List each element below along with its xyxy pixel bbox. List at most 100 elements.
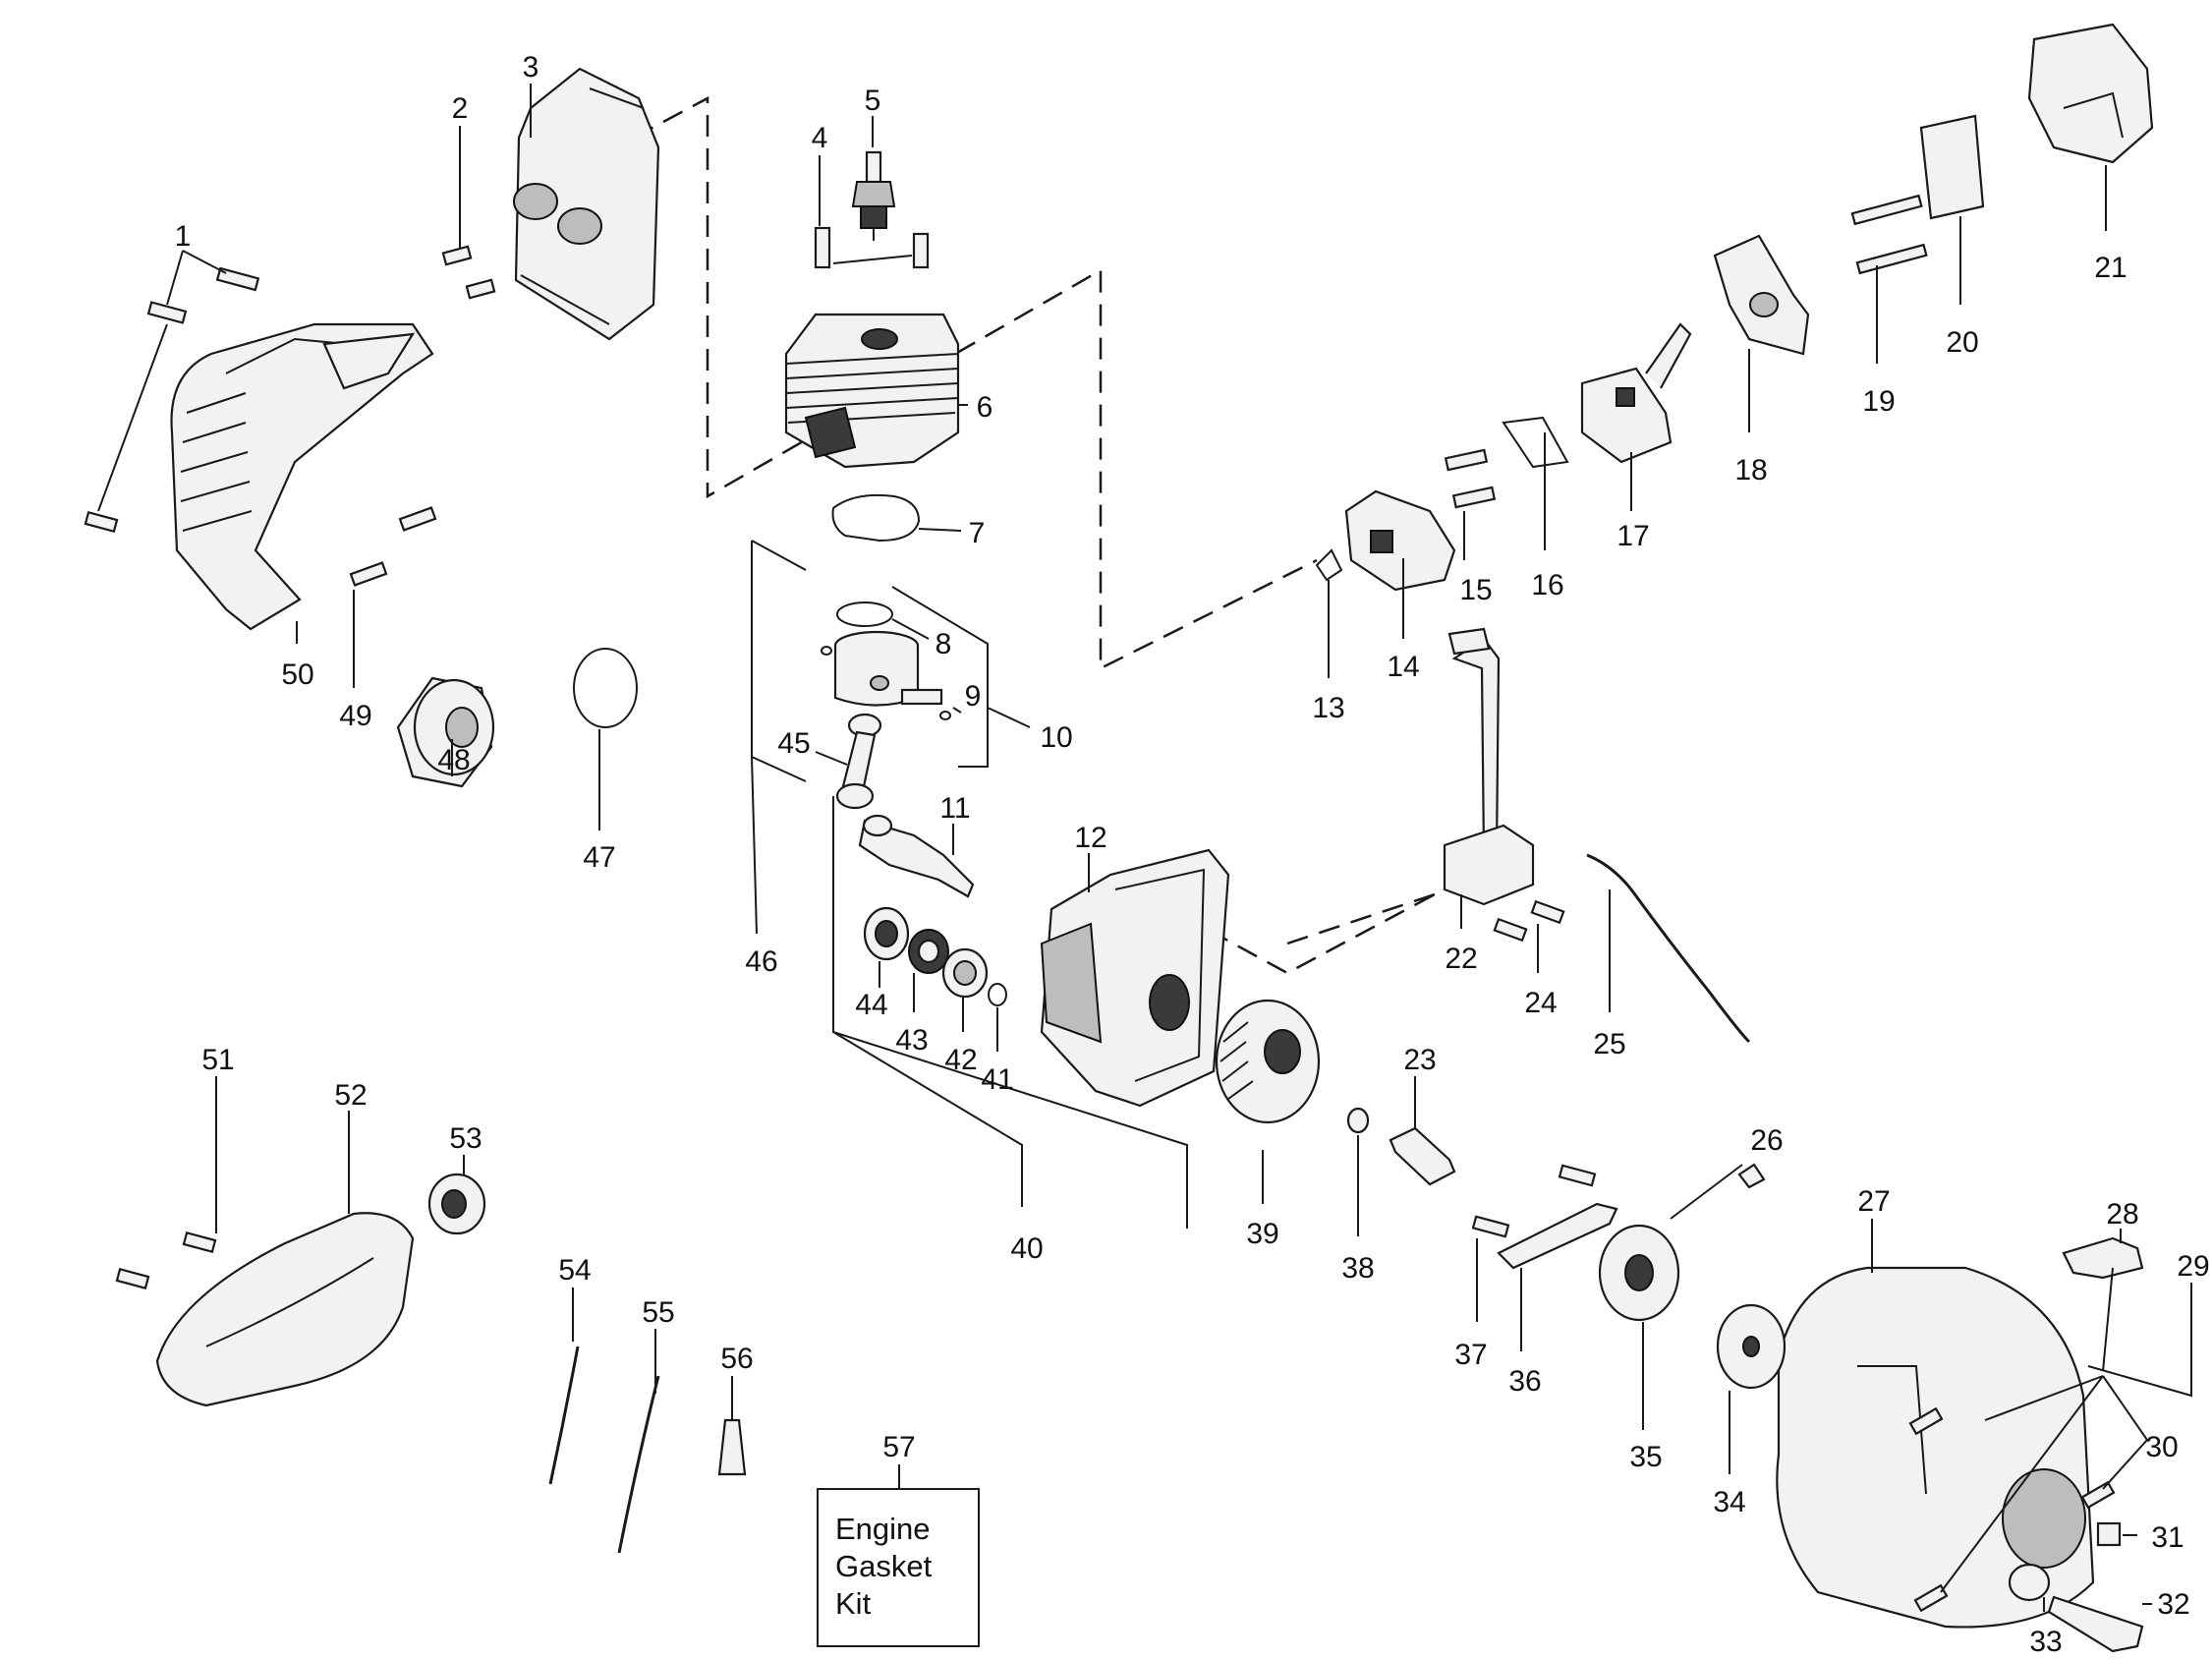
part-44-bearing xyxy=(863,906,910,961)
kit-line-2: Gasket xyxy=(835,1549,933,1583)
part-43-seal xyxy=(908,929,949,974)
label-part-16: 16 xyxy=(1531,569,1563,601)
part-42-bearing xyxy=(941,947,989,999)
label-part-14: 14 xyxy=(1387,651,1419,683)
label-part-54: 54 xyxy=(558,1254,591,1287)
label-part-51: 51 xyxy=(201,1044,234,1076)
label-part-2: 2 xyxy=(452,92,469,125)
part-23-nut xyxy=(1389,1126,1456,1186)
label-part-3: 3 xyxy=(523,51,539,84)
label-part-23: 23 xyxy=(1403,1044,1436,1076)
part-number-labels: 1 2 3 4 5 6 7 8 9 10 11 12 13 14 15 16 1… xyxy=(175,51,2210,1658)
part-3-muffler-shield xyxy=(513,67,660,341)
part-55-fuel-line xyxy=(617,1375,660,1554)
label-part-41: 41 xyxy=(981,1063,1013,1096)
label-part-35: 35 xyxy=(1629,1441,1662,1473)
part-25-wire xyxy=(1586,853,1751,1044)
label-part-8: 8 xyxy=(936,628,952,660)
label-part-57: 57 xyxy=(882,1431,915,1463)
part-56-fuel-filter xyxy=(717,1396,747,1476)
label-part-33: 33 xyxy=(2029,1626,2062,1658)
label-part-45: 45 xyxy=(777,727,810,760)
part-11-crankshaft xyxy=(858,814,975,898)
part-14-intake-manifold xyxy=(1344,489,1456,592)
label-part-20: 20 xyxy=(1946,326,1978,359)
part-9-clips xyxy=(821,646,951,720)
label-part-55: 55 xyxy=(642,1296,674,1329)
part-39-flywheel xyxy=(1215,999,1321,1124)
label-part-34: 34 xyxy=(1713,1486,1745,1518)
label-part-43: 43 xyxy=(895,1024,928,1057)
label-part-29: 29 xyxy=(2177,1250,2209,1283)
part-51-screws xyxy=(115,1231,217,1290)
label-part-27: 27 xyxy=(1857,1185,1890,1218)
part-1-screws xyxy=(84,266,260,534)
part-12-crankcase xyxy=(1040,848,1230,1108)
part-47-o-ring xyxy=(573,648,638,728)
label-part-42: 42 xyxy=(944,1044,977,1076)
part-2-screws xyxy=(441,245,496,300)
label-part-28: 28 xyxy=(2106,1198,2138,1231)
label-part-44: 44 xyxy=(855,989,887,1021)
part-33-pawl xyxy=(2008,1563,2051,1602)
part-5-spark-plug xyxy=(851,150,896,241)
label-part-7: 7 xyxy=(969,517,986,549)
label-part-39: 39 xyxy=(1246,1218,1278,1250)
part-35-pulley xyxy=(1598,1224,1680,1322)
label-part-31: 31 xyxy=(2151,1521,2184,1554)
engine-gasket-kit-box: Engine Gasket Kit xyxy=(817,1488,980,1647)
part-30-screws xyxy=(1908,1406,2116,1613)
part-20-air-filter xyxy=(1919,114,1985,220)
label-part-22: 22 xyxy=(1445,943,1477,975)
label-part-15: 15 xyxy=(1459,574,1492,606)
label-part-26: 26 xyxy=(1750,1124,1783,1157)
label-part-1: 1 xyxy=(175,220,192,253)
part-37-screws xyxy=(1471,1164,1597,1238)
leader-lines xyxy=(97,84,2192,1612)
kit-line-1: Engine xyxy=(835,1512,931,1546)
label-part-30: 30 xyxy=(2145,1431,2178,1463)
label-part-6: 6 xyxy=(977,391,993,424)
label-part-5: 5 xyxy=(865,85,881,117)
label-part-49: 49 xyxy=(339,700,371,732)
part-34-washer xyxy=(1716,1303,1787,1390)
part-7-gasket xyxy=(831,493,921,543)
label-part-38: 38 xyxy=(1341,1252,1374,1285)
part-13-gasket xyxy=(1315,548,1343,582)
label-part-17: 17 xyxy=(1616,520,1649,552)
label-part-46: 46 xyxy=(745,945,777,978)
part-4-screws xyxy=(814,226,930,269)
part-49-screws xyxy=(349,506,437,587)
label-part-4: 4 xyxy=(812,122,828,154)
label-part-36: 36 xyxy=(1508,1365,1541,1398)
label-part-13: 13 xyxy=(1312,692,1344,724)
label-part-18: 18 xyxy=(1734,454,1767,487)
label-part-21: 21 xyxy=(2094,252,2127,284)
part-15-screws xyxy=(1444,448,1497,509)
label-part-37: 37 xyxy=(1454,1339,1487,1371)
label-part-32: 32 xyxy=(2157,1588,2189,1621)
part-31-insert xyxy=(2096,1521,2122,1547)
kit-line-3: Kit xyxy=(835,1586,872,1621)
part-45-connecting-rod xyxy=(835,713,882,810)
part-50-engine-cover xyxy=(170,322,434,631)
part-32-spring xyxy=(2047,1595,2144,1653)
part-21-air-filter-cover xyxy=(2027,23,2154,164)
label-part-50: 50 xyxy=(281,658,313,691)
part-17-carburetor xyxy=(1580,322,1692,464)
part-8-piston-ring xyxy=(836,601,893,627)
label-part-9: 9 xyxy=(965,680,982,713)
label-part-11: 11 xyxy=(939,792,970,825)
part-6-cylinder xyxy=(784,313,960,469)
part-22-ignition-coil xyxy=(1443,627,1535,906)
label-part-56: 56 xyxy=(720,1343,753,1375)
part-27-recoil-starter-housing xyxy=(1776,1266,2095,1629)
part-19-screws xyxy=(1850,194,1928,275)
part-16-gasket xyxy=(1502,416,1569,469)
part-10-piston xyxy=(833,630,943,707)
part-36-bracket xyxy=(1497,1202,1618,1270)
label-part-12: 12 xyxy=(1074,822,1106,854)
part-53-nut xyxy=(427,1173,486,1235)
label-part-48: 48 xyxy=(437,744,470,776)
